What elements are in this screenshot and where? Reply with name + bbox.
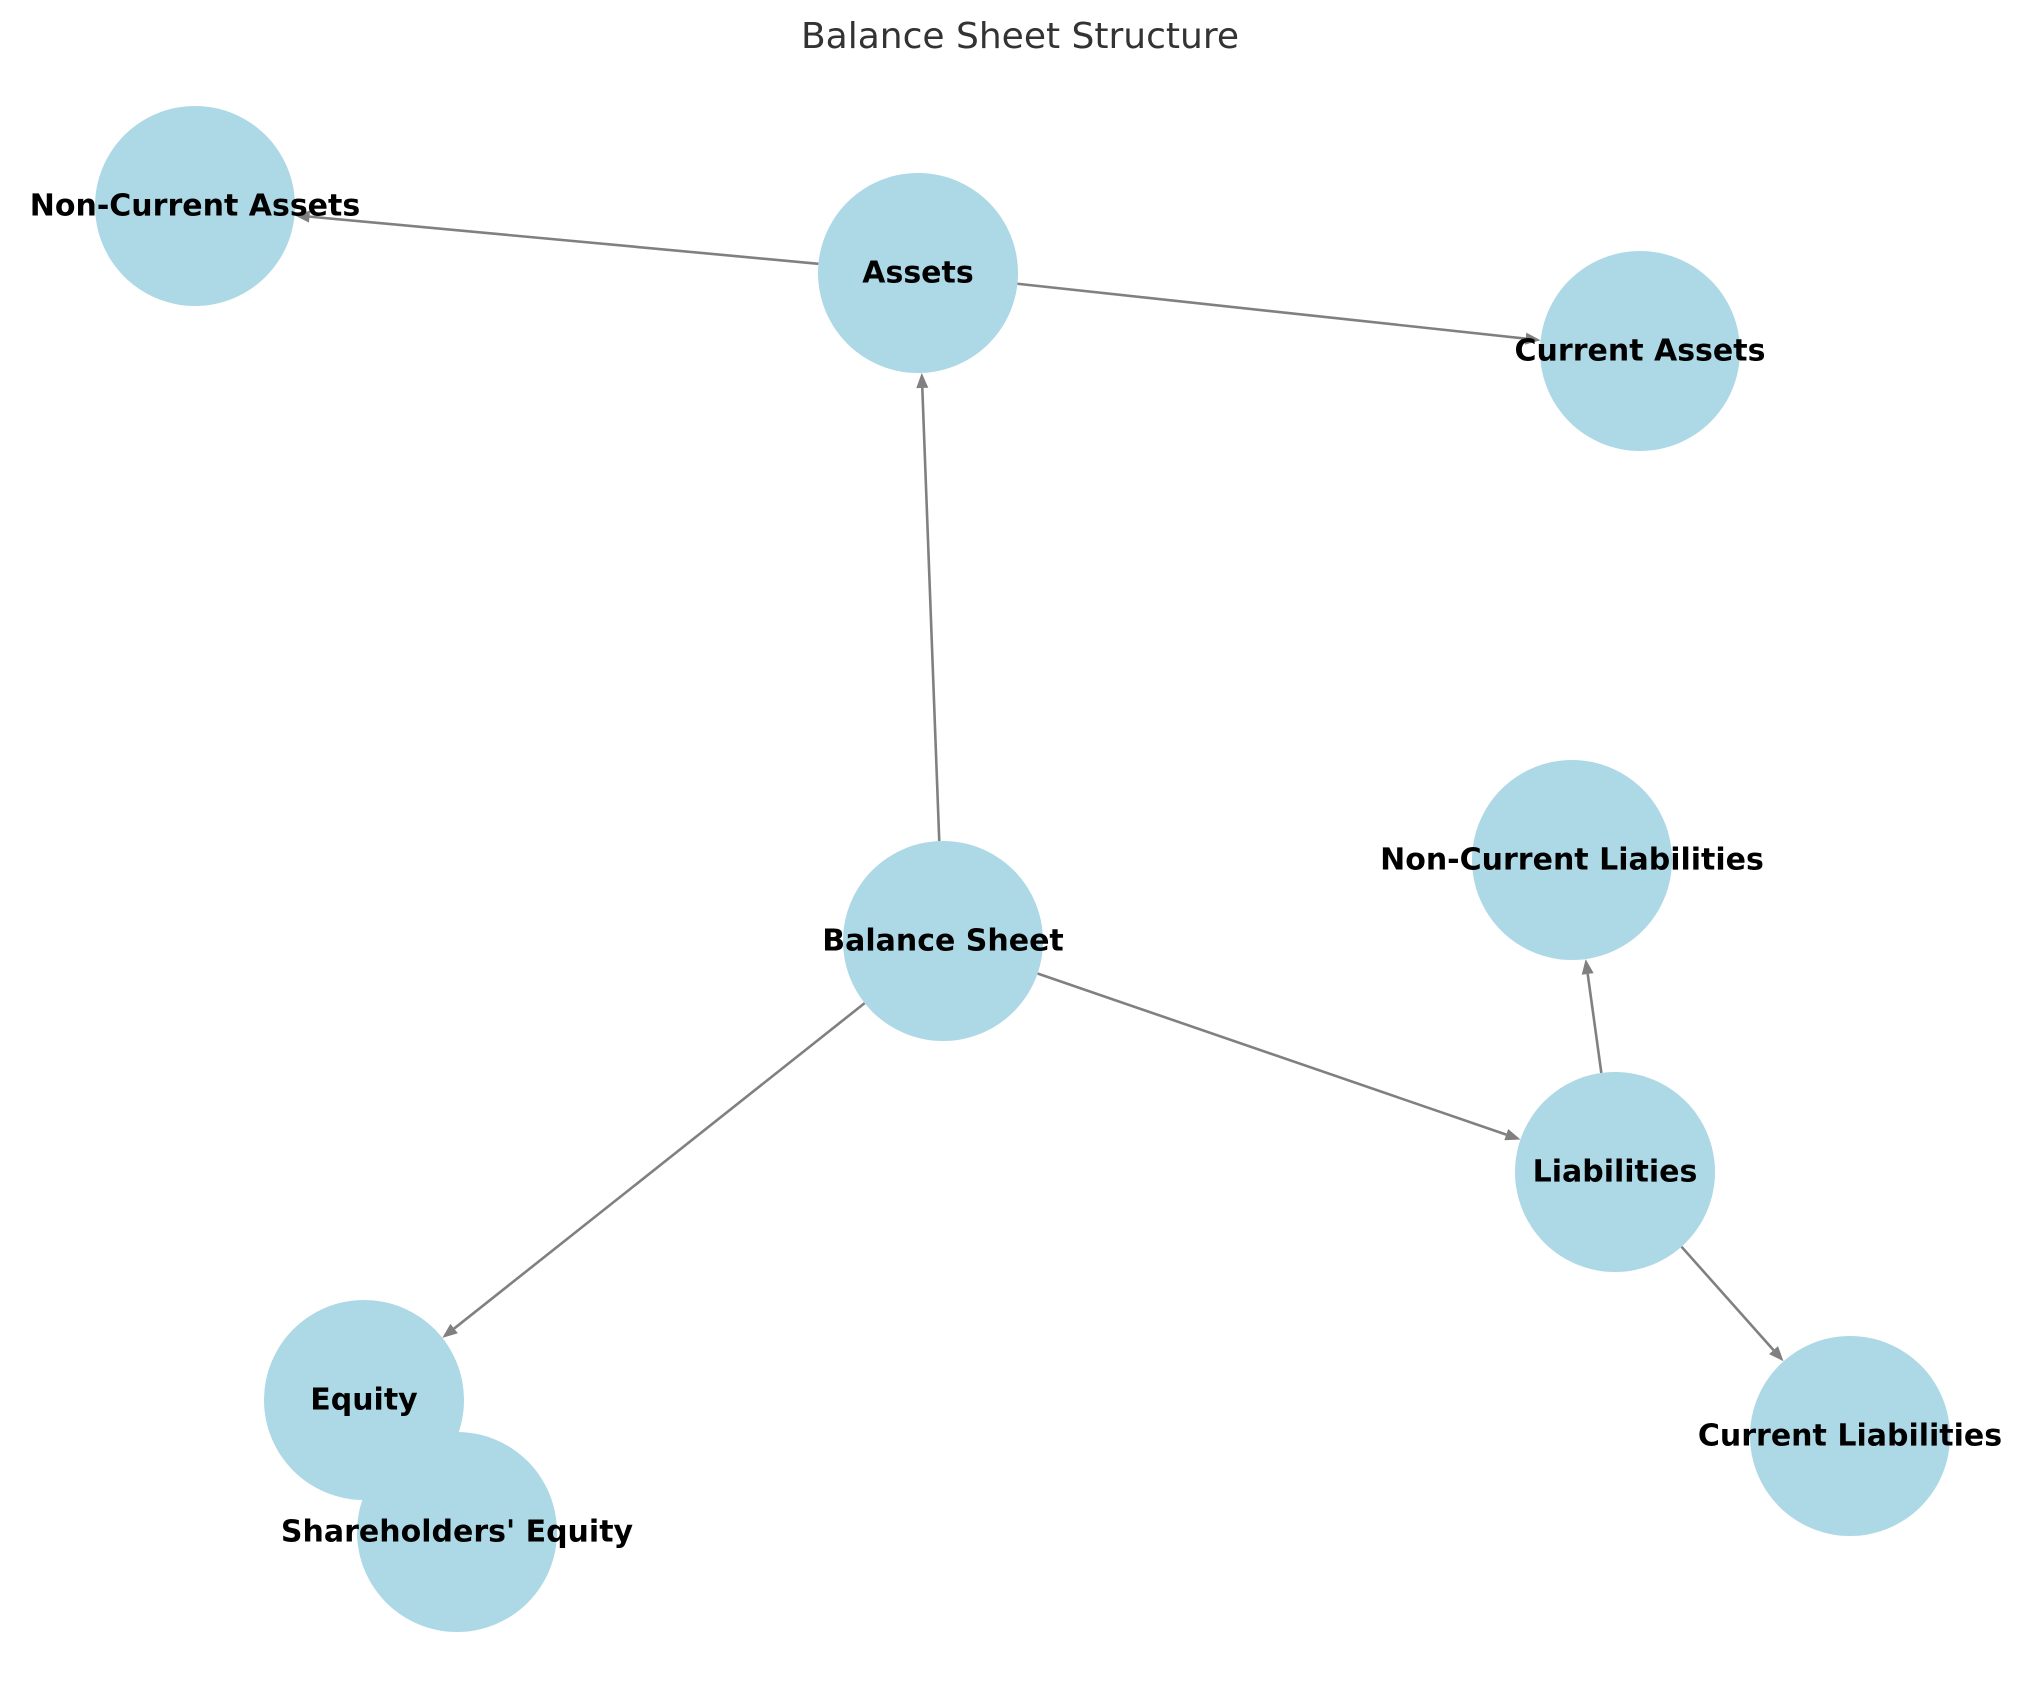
- edge-assets-to-non-current-assets: [294, 210, 819, 266]
- node-circle-balance-sheet: [843, 841, 1043, 1041]
- edge-balance-sheet-to-liabilities: [1037, 972, 1521, 1141]
- node-label-current-assets: Current Assets: [1515, 334, 1766, 369]
- node-circle-liabilities: [1515, 1072, 1715, 1272]
- node-circle-non-current-assets: [95, 106, 295, 306]
- arrowhead: [916, 372, 929, 389]
- edge-line: [453, 1002, 866, 1330]
- arrowhead: [1504, 1128, 1521, 1141]
- edge-assets-to-current-assets: [1017, 282, 1541, 345]
- arrowhead: [294, 210, 311, 223]
- edge-line: [309, 215, 819, 266]
- edge-line: [1680, 1245, 1775, 1351]
- node-circle-assets: [818, 173, 1018, 373]
- node-label-balance-sheet: Balance Sheet: [822, 924, 1064, 959]
- edges-layer: [294, 210, 1784, 1362]
- arrowhead: [1525, 332, 1541, 345]
- arrowhead: [1581, 959, 1594, 975]
- edge-line: [1037, 972, 1507, 1136]
- edge-liabilities-to-non-current-liabilities: [1581, 959, 1603, 1074]
- edge-balance-sheet-to-assets: [916, 372, 941, 842]
- arrowhead: [1769, 1346, 1784, 1362]
- edge-line: [1017, 282, 1526, 340]
- node-circle-non-current-liabilities: [1472, 760, 1672, 960]
- node-label-liabilities: Liabilities: [1533, 1155, 1698, 1190]
- diagram-title: Balance Sheet Structure: [801, 16, 1239, 57]
- node-label-equity: Equity: [310, 1383, 418, 1418]
- node-label-shareholders-equity: Shareholders' Equity: [281, 1515, 634, 1550]
- node-label-non-current-assets: Non-Current Assets: [30, 189, 360, 224]
- node-circle-current-assets: [1540, 251, 1740, 451]
- edge-line: [921, 387, 941, 842]
- node-label-non-current-liabilities: Non-Current Liabilities: [1380, 843, 1764, 878]
- node-circle-current-liabilities: [1750, 1336, 1950, 1536]
- edge-line: [1586, 973, 1603, 1074]
- node-label-current-liabilities: Current Liabilities: [1698, 1419, 2002, 1454]
- node-label-assets: Assets: [862, 256, 973, 291]
- node-circle-shareholders-equity: [357, 1432, 557, 1632]
- edge-balance-sheet-to-equity: [442, 1002, 866, 1338]
- node-circles: [95, 106, 1950, 1632]
- arrowhead: [442, 1323, 458, 1338]
- edge-liabilities-to-current-liabilities: [1680, 1245, 1784, 1362]
